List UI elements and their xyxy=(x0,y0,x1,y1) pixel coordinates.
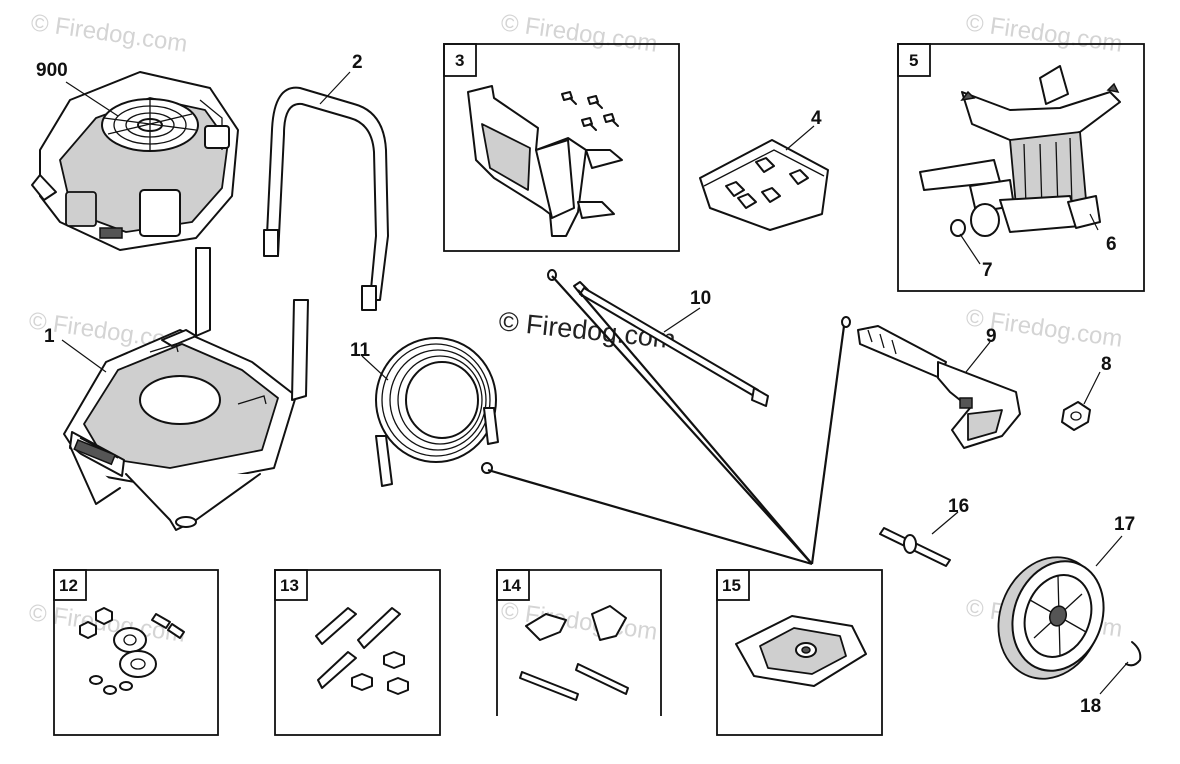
box-13-frame xyxy=(274,569,441,736)
label-16: 16 xyxy=(948,496,969,517)
box-12-tab xyxy=(53,569,87,601)
frame-1-drawing xyxy=(63,247,309,531)
label-9: 9 xyxy=(986,326,997,347)
watermark: © Firedog.com xyxy=(499,597,659,646)
watermark: © Firedog.com xyxy=(29,9,189,58)
watermark: © Firedog.com xyxy=(499,9,659,58)
callout-lines-15 xyxy=(487,275,846,566)
bracket-3-drawing xyxy=(467,85,623,237)
label-7: 7 xyxy=(982,260,993,281)
label-14: 14 xyxy=(502,576,521,595)
nut-8-drawing xyxy=(1061,401,1091,431)
box-15-contents xyxy=(735,615,867,687)
label-18: 18 xyxy=(1080,696,1101,717)
label-2: 2 xyxy=(352,52,363,73)
handle-2-drawing xyxy=(263,86,389,311)
box-14-frame xyxy=(496,569,662,716)
box-12-contents xyxy=(79,607,185,695)
box-15-frame xyxy=(716,569,883,736)
leader-lines xyxy=(61,71,1129,695)
label-11: 11 xyxy=(350,340,371,361)
label-4: 4 xyxy=(811,108,822,129)
box-13-contents xyxy=(315,607,409,695)
box-frames xyxy=(53,43,1145,736)
part-labels: 900 1 2 3 4 5 6 7 8 9 10 11 12 13 14 15 … xyxy=(36,51,1135,717)
screws xyxy=(561,91,619,131)
box-5-tab xyxy=(897,43,931,77)
spray-gun-9-drawing xyxy=(841,316,1021,449)
box-14-contents xyxy=(519,605,629,701)
label-10: 10 xyxy=(690,288,711,309)
label-15: 15 xyxy=(722,576,741,595)
nozzle-kit-4-drawing xyxy=(699,139,829,231)
box-15-tab xyxy=(716,569,750,601)
box-5-frame xyxy=(897,43,1145,292)
label-12: 12 xyxy=(59,576,78,595)
label-5: 5 xyxy=(909,51,918,70)
label-3: 3 xyxy=(455,51,464,70)
label-900: 900 xyxy=(36,60,68,81)
label-13: 13 xyxy=(280,576,299,595)
lance-10-drawing xyxy=(547,269,769,407)
axle-16-drawing xyxy=(879,527,951,567)
label-1: 1 xyxy=(44,326,55,347)
box-14-tab xyxy=(496,569,530,601)
box-3-tab xyxy=(443,43,477,77)
wheel-17-drawing xyxy=(997,556,1105,680)
box-13-tab xyxy=(274,569,308,601)
pump-5-drawing xyxy=(919,65,1121,237)
box-12-frame xyxy=(53,569,219,736)
engine-900-drawing xyxy=(31,71,239,251)
watermark: © Firedog.com xyxy=(964,9,1124,58)
label-8: 8 xyxy=(1101,354,1112,375)
hose-11-drawing xyxy=(375,337,499,487)
box-3-frame xyxy=(443,43,680,252)
clip-18-drawing xyxy=(1125,641,1142,667)
label-6: 6 xyxy=(1106,234,1117,255)
label-17: 17 xyxy=(1114,514,1135,535)
